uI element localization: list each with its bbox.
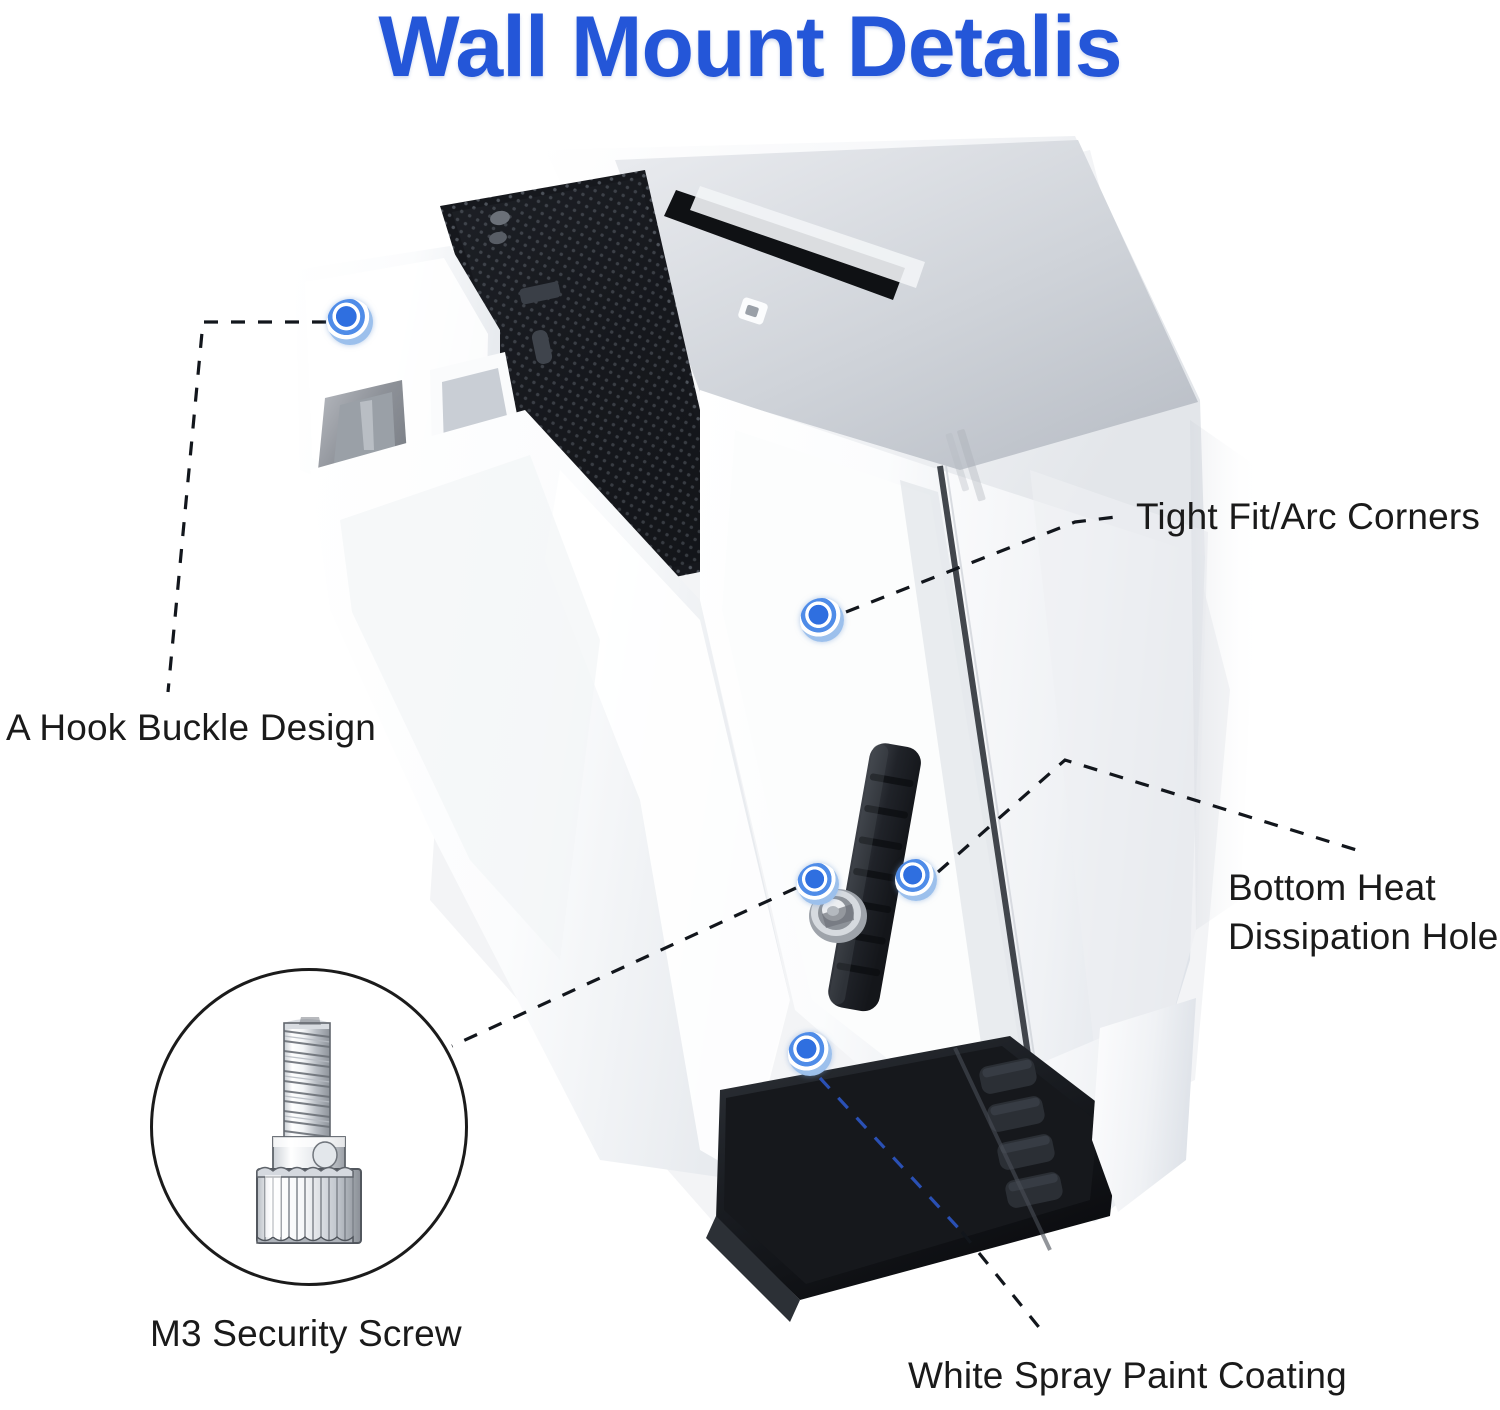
callout-marker-white-spray[interactable]	[788, 1032, 832, 1076]
callout-marker-bottom-heat[interactable]	[895, 859, 937, 901]
callout-label-hook-buckle: A Hook Buckle Design	[6, 707, 377, 748]
callout-marker-tight-fit[interactable]	[800, 598, 844, 642]
callout-label-white-spray: White Spray Paint Coating	[908, 1355, 1347, 1396]
thumbscrew-icon	[256, 1017, 362, 1244]
callout-label-bottom-heat-line1: Bottom Heat	[1228, 867, 1436, 908]
callout-label-m3-screw: M3 Security Screw	[150, 1313, 462, 1354]
page-title: Wall Mount Detalis	[378, 0, 1122, 95]
callout-label-tight-fit: Tight Fit/Arc Corners	[1136, 496, 1481, 537]
m3-screw-inset	[150, 968, 468, 1286]
callout-marker-hook-buckle[interactable]	[327, 299, 373, 345]
callout-label-bottom-heat: Bottom Heat Dissipation Hole	[1228, 864, 1500, 962]
callout-marker-m3-screw[interactable]	[797, 863, 839, 905]
callout-label-bottom-heat-line2: Dissipation Hole	[1228, 915, 1499, 957]
